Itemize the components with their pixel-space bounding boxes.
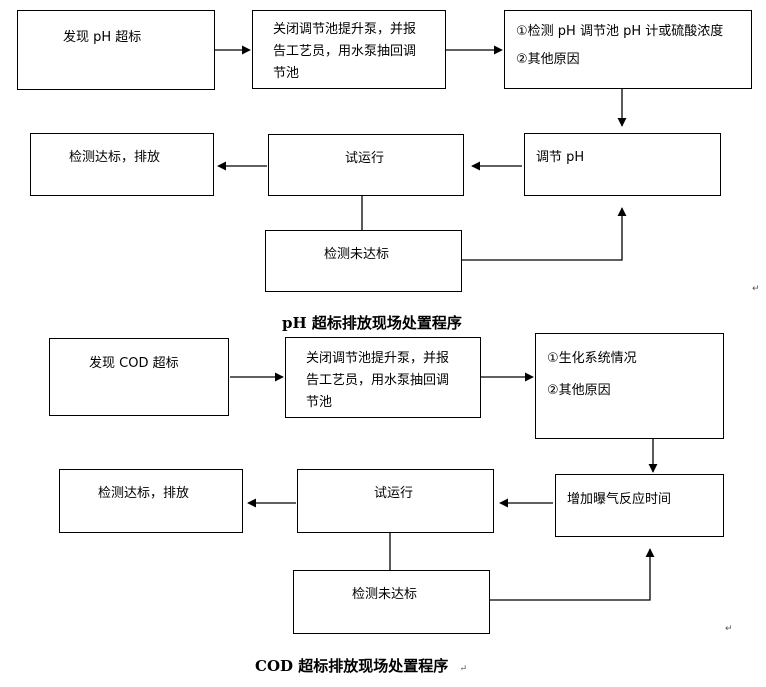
cod-find-text: 发现 COD 超标 [89,356,179,371]
cod-adjust-text: 增加曝气反应时间 [567,492,672,507]
ph-paragraph-mark: ↵ [752,284,760,294]
ph-find-text: 发现 pH 超标 [63,30,142,45]
ph-stop-line-1: 关闭调节池提升泵，并报 [273,22,417,37]
cod-arrow-fail-adjust [490,548,655,601]
ph-check-line-1: ①检测 pH 调节池 pH 计或硫酸浓度 [516,24,724,39]
ph-pass-box: 检测达标，排放 [30,133,214,196]
cod-check-line-2: ②其他原因 [547,383,611,398]
ph-check-box: ①检测 pH 调节池 pH 计或硫酸浓度 ②其他原因 [504,10,752,89]
ph-stop-line-2: 告工艺员，用水泵抽回调 [273,44,417,59]
cod-check-box: ①生化系统情况 ②其他原因 [535,333,724,439]
ph-stop-line-3: 节池 [273,66,300,81]
ph-pass-text: 检测达标，排放 [69,150,161,165]
ph-trial-text: 试运行 [345,151,385,166]
cod-trial-box: 试运行 [297,469,494,533]
cod-fail-box: 检测未达标 [293,570,490,634]
cod-fail-text: 检测未达标 [352,587,418,602]
ph-arrow-fail-adjust [462,207,627,261]
ph-fail-box: 检测未达标 [265,230,462,292]
cod-stop-box: 关闭调节池提升泵，并报 告工艺员，用水泵抽回调 节池 [285,337,481,418]
cod-trial-text: 试运行 [374,486,414,501]
ph-title: pH 超标排放现场处置程序 [282,314,462,332]
ph-find-box: 发现 pH 超标 [17,10,215,90]
cod-title: COD 超标排放现场处置程序 ↵ [255,655,467,676]
ph-adjust-box: 调节 pH [524,133,721,196]
cod-pass-text: 检测达标，排放 [98,486,190,501]
cod-find-box: 发现 COD 超标 [49,338,229,416]
cod-pass-box: 检测达标，排放 [59,469,243,533]
cod-adjust-box: 增加曝气反应时间 [555,474,724,537]
cod-stop-line-1: 关闭调节池提升泵，并报 [306,351,450,366]
cod-stop-line-2: 告工艺员，用水泵抽回调 [306,373,450,388]
cod-check-line-1: ①生化系统情况 [547,351,637,366]
ph-stop-box: 关闭调节池提升泵，并报 告工艺员，用水泵抽回调 节池 [252,10,446,89]
cod-stop-line-3: 节池 [306,395,333,410]
ph-adjust-text: 调节 pH [536,150,585,165]
ph-check-line-2: ②其他原因 [516,52,580,67]
cod-title-text: COD 超标排放现场处置程序 [255,657,449,675]
ph-fail-text: 检测未达标 [324,247,390,262]
cod-paragraph-mark: ↵ [725,624,733,634]
cod-title-mark: ↵ [459,664,468,674]
ph-trial-box: 试运行 [268,134,464,196]
